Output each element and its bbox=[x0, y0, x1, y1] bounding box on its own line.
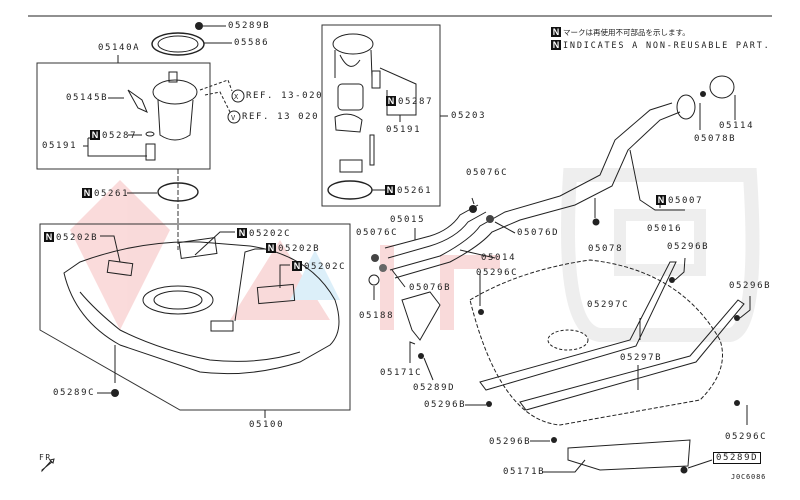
part-label: 05078 bbox=[588, 244, 624, 254]
part-label: 05145B bbox=[66, 93, 109, 103]
bolt-05078b bbox=[700, 91, 706, 97]
bolt-05296b-c bbox=[486, 401, 492, 407]
part-label: 05076C bbox=[356, 228, 399, 238]
non-reusable-badge: N bbox=[551, 27, 561, 37]
front-direction-label: FR bbox=[39, 453, 52, 462]
ref-circle-x bbox=[231, 89, 245, 103]
clamp-05076c-left bbox=[371, 254, 379, 262]
bolt-05296b-d bbox=[551, 437, 557, 443]
grommet-05188 bbox=[368, 274, 380, 286]
part-label: 05076C bbox=[466, 168, 509, 178]
bolt-05078 bbox=[592, 218, 600, 226]
part-label: 05289D bbox=[413, 383, 456, 393]
nut-05289b bbox=[195, 22, 203, 30]
part-label: 05297B bbox=[620, 353, 663, 363]
drawing-code: J0C6086 bbox=[731, 473, 767, 481]
front-direction-arrow bbox=[41, 458, 55, 473]
part-label: 05015 bbox=[390, 215, 426, 225]
part-label: 05297C bbox=[587, 300, 630, 310]
part-label: 05296B bbox=[667, 242, 710, 252]
ref-label-x: REF. 13-020 bbox=[246, 91, 324, 101]
part-label: 05016 bbox=[647, 224, 683, 234]
part-label: 05296B bbox=[729, 281, 772, 291]
bolt-05296c-right bbox=[734, 400, 740, 406]
part-label: 05296C bbox=[725, 432, 768, 442]
part-label: 05171C bbox=[380, 368, 423, 378]
ref-circle-x-letter: X bbox=[234, 93, 239, 101]
clamp-05076c-top bbox=[469, 205, 477, 213]
bolt-05289d-bottom bbox=[680, 466, 688, 474]
part-label: 05296B bbox=[489, 437, 532, 447]
part-label: 05296B bbox=[424, 400, 467, 410]
part-label: 05014 bbox=[481, 253, 517, 263]
part-label: 05289B bbox=[228, 21, 271, 31]
bolt-05296b-a bbox=[669, 277, 675, 283]
part-label: 05191 bbox=[386, 125, 422, 135]
fuel-pump-module-center bbox=[332, 33, 381, 173]
part-label: 05076D bbox=[517, 228, 560, 238]
ref-label-v: REF. 13 020 bbox=[242, 112, 320, 122]
part-label: 05191 bbox=[42, 141, 78, 151]
part-label: 05076B bbox=[409, 283, 452, 293]
filler-neck bbox=[384, 75, 735, 279]
ref-circle-v-letter: V bbox=[231, 114, 236, 122]
part-label: 05586 bbox=[234, 38, 270, 48]
watermark bbox=[70, 168, 760, 342]
tank-straps bbox=[401, 259, 745, 471]
part-label: 05289C bbox=[53, 388, 96, 398]
bolt-05296c-mid bbox=[478, 309, 484, 315]
part-label: 05114 bbox=[719, 121, 755, 131]
bolt-05289d-mid bbox=[418, 353, 424, 359]
bolt-05296b-b bbox=[734, 315, 740, 321]
part-label: 05171B bbox=[503, 467, 546, 477]
part-label: 05296C bbox=[476, 268, 519, 278]
part-label: 05078B bbox=[694, 134, 737, 144]
clamp-05076b bbox=[379, 264, 387, 272]
pump-assembly-box-left bbox=[36, 62, 211, 170]
fuel-pump-module-left bbox=[127, 71, 198, 161]
non-reusable-badge: N bbox=[551, 40, 561, 50]
ring-05586 bbox=[151, 32, 205, 56]
part-label: 05100 bbox=[249, 420, 285, 430]
part-label: 05203 bbox=[451, 111, 487, 121]
gasket-05261-center bbox=[327, 180, 373, 200]
ref-circle-v bbox=[227, 110, 241, 124]
bolt-05289c bbox=[111, 389, 119, 397]
part-label: 05188 bbox=[359, 311, 395, 321]
clamp-05076d bbox=[486, 215, 494, 223]
fuel-tank bbox=[63, 237, 340, 375]
part-label: 05140A bbox=[98, 43, 141, 53]
part-label-boxed: 05289D bbox=[713, 452, 762, 464]
